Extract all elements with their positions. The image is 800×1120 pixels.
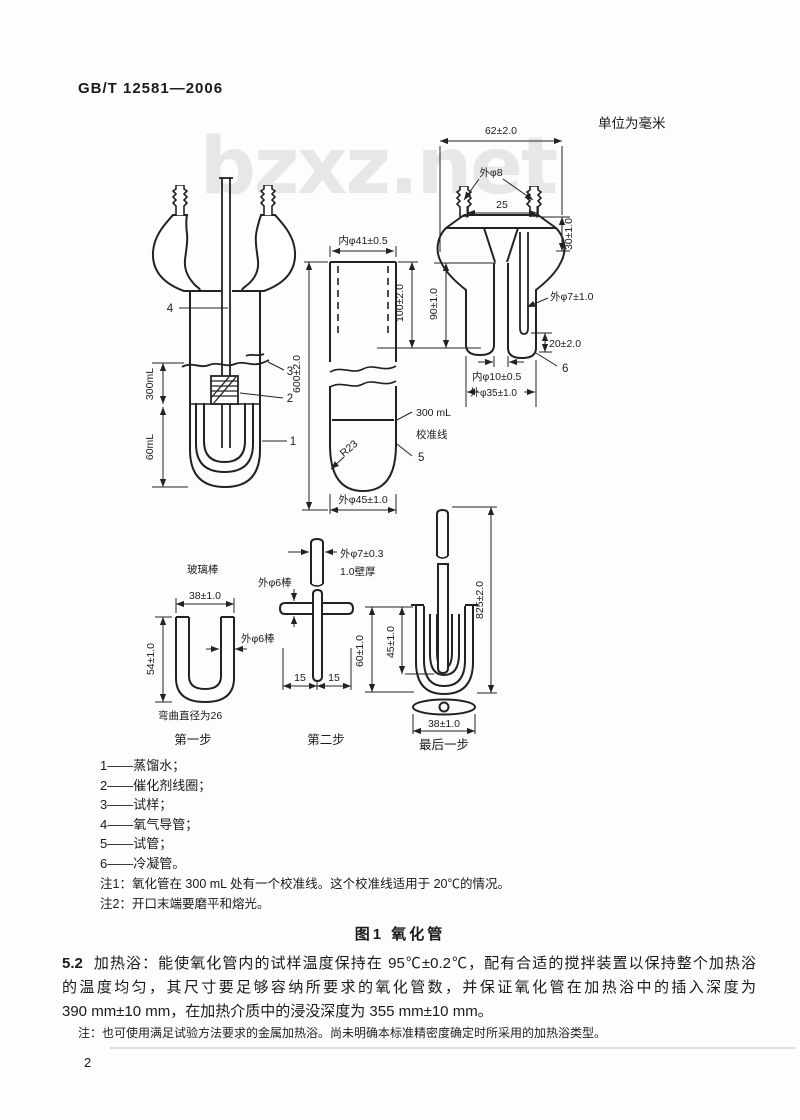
step3-caption: 最后一步 <box>419 738 469 752</box>
legend-item-4: 4——氧气导管； <box>100 816 199 832</box>
dim-outer-dia-35: 外φ35±1.0 <box>470 387 517 399</box>
dim-600: 600±2.0 <box>291 355 303 393</box>
assembly-left-arm <box>151 214 201 292</box>
test-tube-drawing <box>328 261 398 493</box>
dim-54: 54±1.0 <box>145 643 157 675</box>
part-label-1: 1 <box>290 436 296 448</box>
watermark: bzxz.net <box>200 122 558 212</box>
dim-90: 90±1.0 <box>428 288 440 320</box>
dim-30: 30±1.0 <box>563 218 575 250</box>
dim-inner-dia-41: 内φ41±0.5 <box>338 234 388 247</box>
part-label-6: 6 <box>562 363 568 375</box>
step1-caption: 第一步 <box>174 733 212 747</box>
condenser-inner-tube <box>519 232 529 335</box>
page-number: 2 <box>84 1055 92 1070</box>
figure-note-1: 注1：氧化管在 300 mL 处有一个校准线。这个校准线适用于 20℃的情况。 <box>100 877 511 891</box>
standard-number-header: GB/T 12581—2006 <box>78 80 224 97</box>
dim-38: 38±1.0 <box>189 590 221 602</box>
condenser-right-channel <box>507 227 566 360</box>
tube-break-line <box>329 380 397 388</box>
legend-item-1: 1——蒸馏水； <box>100 758 186 773</box>
figure-1-drawing: 300mL 60mL 4 3 2 1 <box>144 125 594 752</box>
step1-drawing <box>175 616 235 704</box>
assembly-outer-tube <box>189 290 261 489</box>
figure-note-2: 注2：开口末端要磨平和熔光。 <box>100 896 270 911</box>
calibration-value: 300 mL <box>416 407 451 419</box>
dim-62: 62±2.0 <box>485 125 517 137</box>
condenser-dimensions <box>439 137 570 407</box>
dim-300ml: 300mL <box>144 368 156 400</box>
clause-note: 注：也可使用满足试验方法要求的金属加热浴。尚未明确本标准精密度确定时所采用的加热… <box>78 1026 607 1040</box>
part-label-3: 3 <box>287 366 293 378</box>
glass-rod-title: 玻璃棒 <box>187 563 219 576</box>
oxygen-delivery-tube <box>219 177 233 448</box>
clause-text-line1: 加热浴：能使氧化管内的试样温度保持在 95℃±0.2℃，配有合适的搅拌装置以保持… <box>92 955 756 972</box>
dim-outer-dia-8: 外φ8 <box>479 167 502 179</box>
dim-r23: R23 <box>338 438 361 460</box>
step2-rod <box>312 588 323 683</box>
dim-825: 825±2.0 <box>474 581 486 619</box>
dim-15-right: 15 <box>328 672 340 684</box>
dim-20: 20±2.0 <box>549 338 581 350</box>
clause-5-2-line1: 5.2 加热浴：能使氧化管内的试样温度保持在 95℃±0.2℃，配有合适的搅拌装置… <box>62 953 756 975</box>
condenser-right-nipple <box>526 186 542 217</box>
dim-inner-dia-10: 内φ10±0.5 <box>472 370 522 383</box>
test-tube-dimensions <box>302 246 496 514</box>
step2-caption: 第二步 <box>307 733 345 747</box>
condenser-left-channel <box>436 227 495 357</box>
assembly-left-nipple <box>172 185 188 216</box>
dim-15-left: 15 <box>294 672 306 684</box>
condenser-drawing <box>436 186 566 360</box>
part-label-2: 2 <box>287 393 293 405</box>
condenser-left-nipple <box>456 186 472 217</box>
step2-drawing <box>278 537 355 683</box>
dim-outer-dia-45: 外φ45±1.0 <box>338 494 388 506</box>
step3-bottom-view <box>412 698 476 716</box>
assembly-right-nipple <box>260 185 276 216</box>
calibration-label: 校准线 <box>416 428 448 441</box>
dim-outer-dia-7: 外φ7±1.0 <box>550 291 594 303</box>
step2-dimensions <box>282 548 352 690</box>
figure-legend: 1——蒸馏水； 2——催化剂线圈； 3——试样； 4——氧气导管； 5——试管；… <box>100 756 211 873</box>
assembly-inner-u-outer <box>195 403 254 474</box>
clause-number: 5.2 <box>62 955 83 972</box>
dim-rod-dia-6-step1: 外φ6棒 <box>241 632 275 645</box>
sample-level-squiggle <box>181 353 270 368</box>
step1-dimensions <box>155 598 247 703</box>
clause-5-2-line3: 390 mm±10 mm，在加热介质中的浸没深度为 355 mm±10 mm。 <box>62 1003 493 1020</box>
assembly-inner-u-inner <box>203 403 246 464</box>
legend-item-2: 2——催化剂线圈； <box>100 777 212 793</box>
dim-60: 60±1.0 <box>354 635 366 667</box>
dim-60ml: 60mL <box>144 434 156 460</box>
step3-rod <box>437 563 449 675</box>
bend-diameter-note: 弯曲直径为26 <box>158 709 222 722</box>
dim-100: 100±2.0 <box>394 284 406 322</box>
legend-item-3: 3——试样； <box>100 797 173 812</box>
catalyst-coil <box>210 375 239 405</box>
assembly-dimensions <box>152 307 287 488</box>
dim-wall-thickness: 1.0壁厚 <box>340 565 376 578</box>
unit-note: 单位为毫米 <box>598 116 666 131</box>
clause-5-2-line2: 的温度均匀，其尺寸要足够容纳所要求的氧化管数，并保证氧化管在加热浴中的插入深度为 <box>62 979 756 996</box>
scan-artifact-line <box>110 1047 795 1049</box>
step3-drawing <box>411 508 478 716</box>
dim-rod-dia-6-step2: 外φ6棒 <box>258 576 292 589</box>
dim-45: 45±1.0 <box>385 626 397 658</box>
figure-caption: 图1 氧化管 <box>354 926 446 943</box>
dim-25: 25 <box>496 199 508 211</box>
dim-rod-dia-7: 外φ7±0.3 <box>340 548 384 560</box>
figure-notes: 注1：氧化管在 300 mL 处有一个校准线。这个校准线适用于 20℃的情况。 … <box>100 875 510 914</box>
tube-break-line <box>329 365 397 373</box>
part-label-4: 4 <box>167 303 174 315</box>
legend-item-6: 6——冷凝管。 <box>100 855 186 871</box>
assembly-drawing <box>151 177 297 489</box>
part-label-5: 5 <box>418 452 424 464</box>
legend-item-5: 5——试管； <box>100 836 173 851</box>
step3-dimensions <box>365 506 497 735</box>
assembly-right-arm <box>241 214 297 292</box>
dim-38-bottom: 38±1.0 <box>428 718 460 730</box>
